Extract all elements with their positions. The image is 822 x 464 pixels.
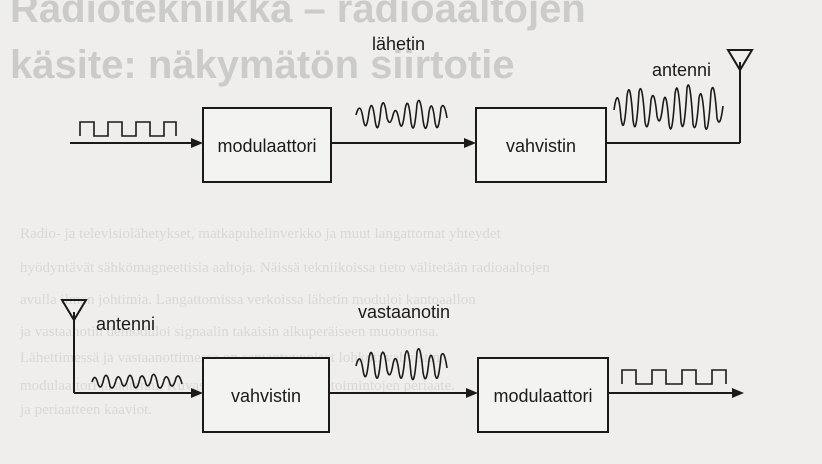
rx-antenna-icon: [60, 299, 88, 322]
modulator-box: [202, 107, 332, 183]
bg-body-line: hyödyntävät sähkömagneettisia aaltoja. N…: [20, 260, 550, 276]
modulator-label: modulaattori: [217, 136, 316, 156]
receiver-row: antenni vahvistin vastaanotin modulaatto…: [60, 299, 744, 433]
antenna-to-amp-arrowhead: [191, 388, 203, 398]
transmitter-label: lähetin: [372, 34, 425, 54]
tx-antenna-label: antenni: [652, 60, 711, 80]
amplifier-box: [475, 107, 607, 183]
background-page-text: Radiotekniikka – radioaaltojen käsite: n…: [10, 0, 586, 418]
amp-to-demod-arrowhead: [466, 388, 478, 398]
modulated-wave: [355, 99, 448, 130]
bg-body-line: ja vastaanotin demoduloi signaalin takai…: [19, 324, 439, 340]
rx-antenna-label: antenni: [96, 314, 155, 334]
receiver-label: vastaanotin: [358, 302, 450, 322]
antenna-icon: [726, 49, 754, 72]
bg-body-line: Radio- ja televisiolähetykset, matkapuhe…: [20, 226, 502, 242]
mod-to-amp-arrowhead: [464, 138, 476, 148]
rx-amplifier-label: vahvistin: [231, 386, 301, 406]
output-arrowhead: [732, 388, 744, 398]
rx-amplified-wave: [355, 347, 448, 381]
bg-body-line: avulla ilman johtimia. Langattomissa ver…: [20, 292, 476, 308]
rx-modulator-box: [477, 357, 609, 433]
input-arrowhead: [191, 138, 203, 148]
bg-heading-line1: Radiotekniikka – radioaaltojen: [10, 0, 586, 31]
rx-modulator-label: modulaattori: [493, 386, 592, 406]
input-square-wave: [79, 121, 177, 137]
rx-amplifier-box: [202, 357, 330, 433]
amplified-wave: [613, 84, 724, 130]
transmitter-row: modulaattori lähetin vahvistin antenni: [70, 34, 754, 183]
bg-body-line: ja periaatteen kaaviot.: [19, 402, 152, 418]
amplifier-label: vahvistin: [506, 136, 576, 156]
bg-heading-line2: käsite: näkymätön siirtotie: [10, 43, 515, 87]
output-square-wave: [621, 369, 727, 385]
received-weak-wave: [91, 373, 183, 389]
